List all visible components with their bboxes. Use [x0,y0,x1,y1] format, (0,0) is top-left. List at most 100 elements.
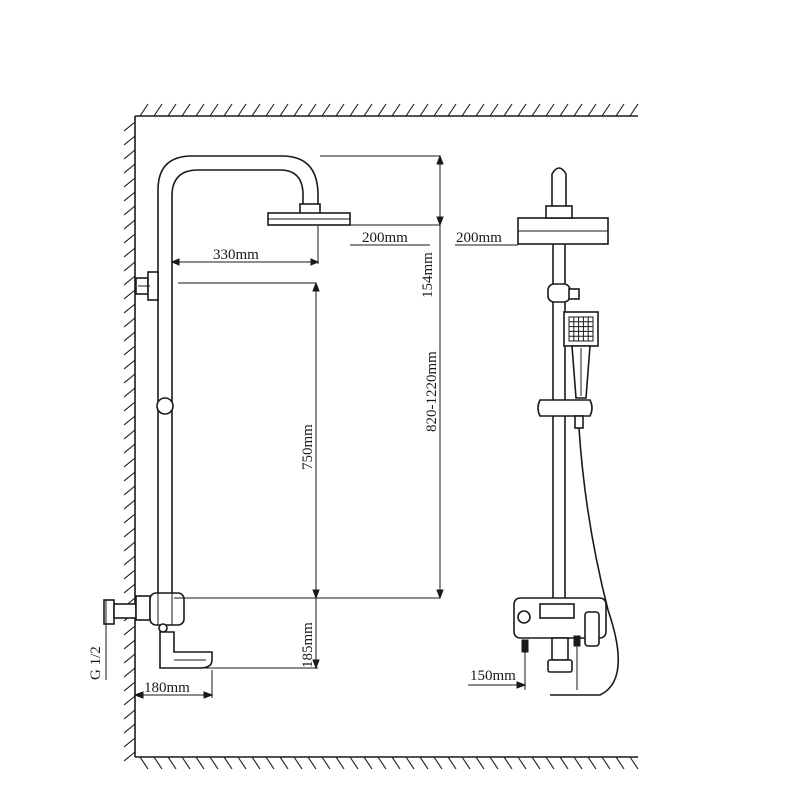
hatch-line [167,103,177,117]
dim-spout-length: 180mm [144,680,190,696]
hatch-line [391,103,401,117]
hatch-line [335,103,345,117]
dim-arm-length: 330mm [213,247,259,263]
hatch-line [123,275,136,286]
hatch-line [237,103,247,117]
hatch-line [123,443,136,454]
hatch-line [475,756,485,770]
hatch-line [489,756,499,770]
front-view-shower [513,167,620,696]
hatch-line [503,103,513,117]
hatch-line [123,681,136,692]
hatch-line [307,756,317,770]
hatch-line [517,103,527,117]
hatch-line [447,103,457,117]
hatch-line [123,247,136,258]
hatch-line [405,103,415,117]
hatch-line [123,359,136,370]
hatch-line [167,756,177,770]
dimension-labels: 200mm 330mm 154mm 820-1220mm 750mm 185mm… [88,230,516,696]
dimension-lines [105,154,578,699]
hatch-line [377,756,387,770]
hatch-line [123,163,136,174]
hatch-line [545,756,555,770]
floor [135,756,639,770]
hatch-line [123,177,136,188]
hatch-line [123,289,136,300]
hatch-line [123,457,136,468]
hatch-line [123,485,136,496]
hatch-line [123,331,136,342]
dim-thread: G 1/2 [88,646,104,680]
hatch-line [573,756,583,770]
hatch-line [377,103,387,117]
hatch-line [123,569,136,580]
front-slider-bracket [537,399,593,417]
hatch-line [123,667,136,678]
hatch-line [123,415,136,426]
hatch-line [489,103,499,117]
hatch-line [123,513,136,524]
hatch-line [419,756,429,770]
hatch-line [181,756,191,770]
dim-head-drop: 154mm [420,252,436,298]
dim-bar-length: 750mm [300,424,316,470]
hatch-line [195,103,205,117]
hatch-line [209,756,219,770]
hatch-line [123,709,136,720]
hatch-line [123,583,136,594]
hatch-line [195,756,205,770]
hatch-line [601,756,611,770]
hatch-line [517,756,527,770]
spout [159,631,213,669]
hatch-line [307,103,317,117]
hatch-line [419,103,429,117]
hatch-line [251,756,261,770]
hatch-line [123,723,136,734]
hatch-line [349,756,359,770]
hatch-line [123,135,136,146]
hatch-line [531,103,541,117]
hatch-line [503,756,513,770]
left-wall [123,116,136,762]
hatch-line [123,373,136,384]
display-panel [539,603,575,619]
hatch-line [349,103,359,117]
hatch-line [123,429,136,440]
hatch-line [559,103,569,117]
hatch-line [123,499,136,510]
hatch-line [629,756,639,770]
hatch-line [153,756,163,770]
hatch-line [363,103,373,117]
hatch-line [123,233,136,244]
side-slider-knob [156,397,174,415]
handshower-head [563,311,599,347]
hatch-line [123,387,136,398]
hatch-line [181,103,191,117]
hatch-line [237,756,247,770]
hatch-line [123,261,136,272]
hatch-line [321,103,331,117]
hatch-line [123,541,136,552]
hatch-line [587,103,597,117]
hatch-line [123,401,136,412]
hatch-line [123,527,136,538]
hatch-line [123,737,136,748]
hatch-line [587,756,597,770]
hatch-line [601,103,611,117]
hatch-line [615,103,625,117]
hatch-line [123,303,136,314]
hatch-line [405,756,415,770]
hatch-line [391,756,401,770]
hatch-line [123,345,136,356]
hatch-line [251,103,261,117]
hatch-line [279,103,289,117]
hatch-line [123,317,136,328]
hatch-line [223,103,233,117]
hatch-line [433,103,443,117]
dim-head-width-front: 200mm [456,230,502,246]
lever-handle [584,611,600,647]
side-view-shower [103,155,351,669]
hatch-line [293,103,303,117]
